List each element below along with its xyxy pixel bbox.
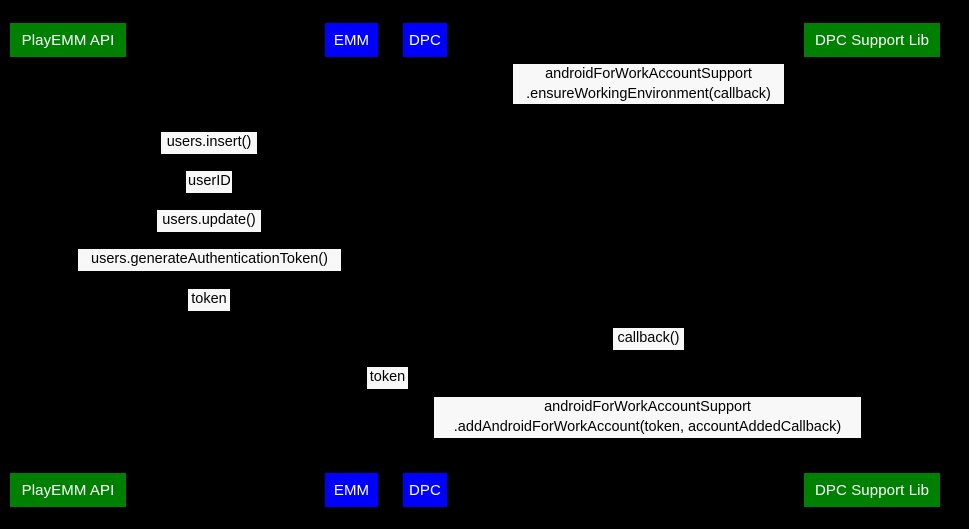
- message-label-users-update[interactable]: users.update(): [157, 210, 261, 232]
- message-line: userID: [188, 173, 231, 189]
- lifeline-emm: [351, 57, 352, 473]
- participant-header-playemm[interactable]: PlayEMM API: [10, 23, 126, 57]
- message-label-add-android-for-work-account[interactable]: androidForWorkAccountSupport .addAndroidF…: [434, 397, 861, 438]
- message-label-callback[interactable]: callback(): [613, 328, 684, 350]
- participant-label: EMM: [333, 31, 370, 49]
- message-line: users.generateAuthenticationToken(): [91, 251, 328, 267]
- message-label-token-to-emm[interactable]: token: [188, 289, 230, 311]
- message-label-users-insert[interactable]: users.insert(): [161, 132, 257, 154]
- message-label-token-to-dpc[interactable]: token: [367, 367, 408, 389]
- message-line: users.insert(): [166, 134, 252, 150]
- participant-label: DPC Support Lib: [814, 31, 930, 49]
- message-label-user-id[interactable]: userID: [186, 171, 232, 193]
- message-label-ensure-working-environment[interactable]: androidForWorkAccountSupport .ensureWorki…: [513, 64, 784, 104]
- participant-footer-emm[interactable]: EMM: [325, 473, 378, 507]
- participant-label: DPC: [409, 481, 441, 499]
- participant-header-dpc[interactable]: DPC: [403, 23, 447, 57]
- participant-footer-playemm[interactable]: PlayEMM API: [10, 473, 126, 507]
- lifeline-dpc: [425, 57, 426, 473]
- message-line: androidForWorkAccountSupport: [545, 66, 752, 82]
- participant-label: DPC Support Lib: [814, 481, 930, 499]
- participant-footer-dpc[interactable]: DPC: [403, 473, 447, 507]
- message-line: .addAndroidForWorkAccount(token, account…: [453, 418, 842, 435]
- message-line: users.update(): [162, 212, 256, 228]
- participant-header-emm[interactable]: EMM: [325, 23, 378, 57]
- lifeline-dpclib: [871, 57, 872, 473]
- participant-header-dpclib[interactable]: DPC Support Lib: [804, 23, 940, 57]
- message-line: androidForWorkAccountSupport: [544, 399, 751, 415]
- message-line: callback(): [617, 330, 680, 346]
- participant-label: PlayEMM API: [21, 481, 115, 499]
- lifeline-playemm: [68, 57, 69, 473]
- participant-label: PlayEMM API: [21, 31, 115, 49]
- message-line: token: [191, 291, 227, 307]
- message-line: token: [369, 369, 406, 385]
- message-label-generate-authentication-token[interactable]: users.generateAuthenticationToken(): [78, 249, 341, 271]
- participant-label: EMM: [333, 481, 370, 499]
- participant-label: DPC: [409, 31, 441, 49]
- message-line: .ensureWorkingEnvironment(callback): [526, 85, 771, 102]
- participant-footer-dpclib[interactable]: DPC Support Lib: [804, 473, 940, 507]
